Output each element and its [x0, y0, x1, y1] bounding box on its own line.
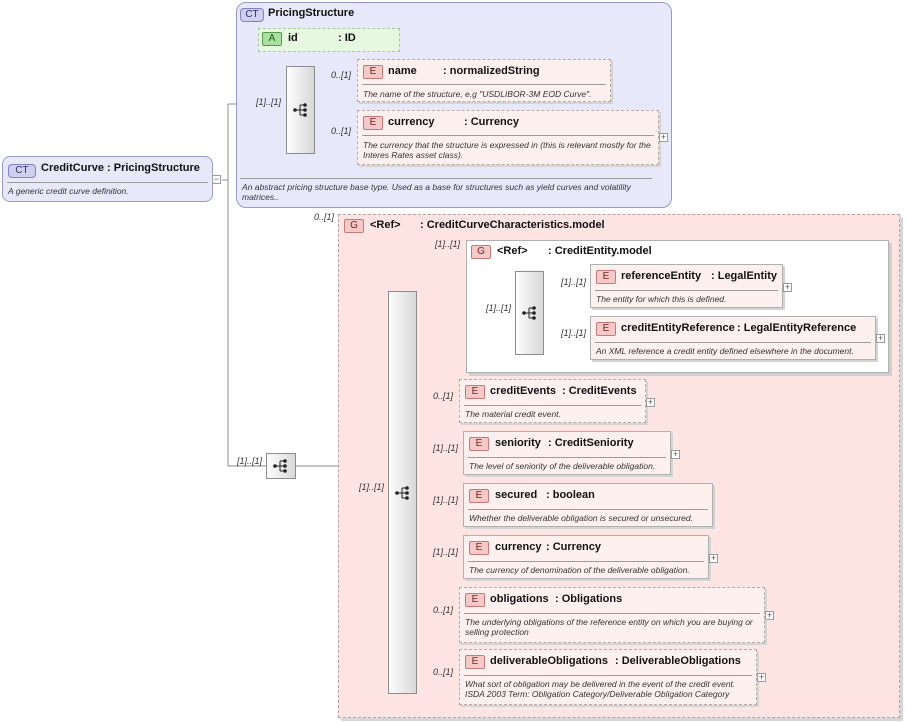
element-credit-entity-reference-type: : LegalEntityReference — [737, 322, 857, 334]
element-badge: E — [596, 322, 616, 336]
currency-multiplicity: 0..[1] — [331, 126, 352, 136]
pricing-sequence-compositor[interactable] — [286, 66, 315, 154]
element-reference-entity-label: referenceEntity — [621, 270, 702, 282]
element-seniority-doc: The level of seniority of the deliverabl… — [469, 461, 656, 471]
element-seniority-label: seniority — [495, 437, 541, 449]
element-currency[interactable]: E currency : Currency The currency that … — [357, 110, 659, 165]
group-badge: G — [471, 245, 491, 259]
element-deliverable-obligations-doc: What sort of obligation may be delivered… — [465, 679, 736, 699]
reference-entity-multiplicity: [1]..[1] — [561, 277, 587, 287]
element-group-currency[interactable]: E currency : Currency The currency of de… — [463, 535, 709, 579]
pricing-structure-title: PricingStructure — [268, 7, 355, 19]
group-name: : CreditCurveCharacteristics.model — [420, 219, 605, 231]
element-seniority[interactable]: E seniority : CreditSeniority The level … — [463, 431, 671, 475]
element-name[interactable]: E name : normalizedString The name of th… — [357, 59, 611, 102]
deliverable-obligations-expand-icon[interactable]: + — [757, 672, 766, 682]
complex-type-badge: CT — [8, 164, 36, 178]
element-obligations[interactable]: E obligations : Obligations The underlyi… — [459, 587, 765, 643]
element-badge: E — [465, 593, 485, 607]
element-reference-entity[interactable]: E referenceEntity : LegalEntity The enti… — [590, 264, 783, 308]
currency-expand-icon[interactable]: + — [659, 132, 668, 142]
element-secured[interactable]: E secured : boolean Whether the delivera… — [463, 483, 713, 527]
element-credit-events-type: : CreditEvents — [562, 385, 637, 397]
credit-events-expand-icon[interactable]: + — [646, 397, 655, 407]
attribute-badge: A — [262, 32, 282, 46]
reference-entity-expand-icon[interactable]: + — [783, 282, 792, 292]
element-credit-entity-reference-label: creditEntityReference — [621, 322, 735, 334]
element-currency-type: : Currency — [464, 116, 520, 128]
attribute-id-type: : ID — [338, 32, 356, 44]
element-obligations-type: : Obligations — [555, 593, 623, 605]
element-credit-events-doc: The material credit event. — [465, 409, 561, 419]
element-badge: E — [469, 437, 489, 451]
deliverable-obligations-multiplicity: 0..[1] — [433, 667, 454, 677]
element-reference-entity-doc: The entity for which this is defined. — [596, 294, 727, 304]
credit-curve-doc: A generic credit curve definition. — [8, 186, 129, 196]
group-currency-expand-icon[interactable]: + — [709, 553, 718, 563]
group-ref: <Ref> — [370, 219, 401, 231]
group-sequence-compositor[interactable] — [388, 291, 417, 694]
entity-group-ref: <Ref> — [497, 245, 528, 257]
secured-multiplicity: [1]..[1] — [433, 495, 459, 505]
pricing-structure-doc: An abstract pricing structure base type.… — [242, 182, 631, 202]
element-seniority-type: : CreditSeniority — [548, 437, 634, 449]
group-sequence-multiplicity: [1]..[1] — [359, 482, 385, 492]
credit-entity-reference-multiplicity: [1]..[1] — [561, 328, 587, 338]
attribute-id-name: id — [288, 32, 298, 44]
element-badge: E — [596, 270, 616, 284]
sequence-icon — [394, 485, 409, 500]
element-name-label: name — [388, 65, 417, 77]
credit-events-multiplicity: 0..[1] — [433, 391, 454, 401]
element-obligations-doc: The underlying obligations of the refere… — [465, 617, 753, 637]
element-group-currency-type: : Currency — [546, 541, 602, 553]
element-name-doc: The name of the structure, e.g "USDLIBOR… — [363, 89, 592, 99]
element-reference-entity-type: : LegalEntity — [711, 270, 778, 282]
element-deliverable-obligations-type: : DeliverableObligations — [615, 655, 741, 667]
group-currency-multiplicity: [1]..[1] — [433, 547, 459, 557]
seniority-multiplicity: [1]..[1] — [433, 443, 459, 453]
element-deliverable-obligations-label: deliverableObligations — [490, 655, 608, 667]
sequence-icon — [521, 306, 536, 320]
element-group-currency-label: currency — [495, 541, 542, 553]
element-badge: E — [363, 65, 383, 79]
element-credit-entity-reference-doc: An XML reference a credit entity defined… — [596, 346, 854, 356]
element-badge: E — [465, 385, 485, 399]
pricing-sequence-multiplicity: [1]..[1] — [256, 97, 282, 107]
element-deliverable-obligations[interactable]: E deliverableObligations : DeliverableOb… — [459, 649, 757, 705]
element-credit-events[interactable]: E creditEvents : CreditEvents The materi… — [459, 379, 646, 423]
credit-curve-collapse-icon[interactable]: − — [212, 174, 221, 184]
name-multiplicity: 0..[1] — [331, 70, 352, 80]
element-badge: E — [469, 541, 489, 555]
element-currency-doc: The currency that the structure is expre… — [363, 140, 651, 160]
root-sequence-multiplicity: [1]..[1] — [237, 456, 263, 466]
element-group-currency-doc: The currency of denomination of the deli… — [469, 565, 690, 575]
credit-entity-reference-expand-icon[interactable]: + — [876, 333, 885, 343]
obligations-multiplicity: 0..[1] — [433, 605, 454, 615]
element-credit-events-label: creditEvents — [490, 385, 557, 397]
element-credit-entity-reference[interactable]: E creditEntityReference : LegalEntityRef… — [590, 316, 876, 360]
obligations-expand-icon[interactable]: + — [765, 610, 774, 620]
complex-type-badge: CT — [240, 8, 264, 22]
element-secured-doc: Whether the deliverable obligation is se… — [469, 513, 693, 523]
element-secured-type: : boolean — [546, 489, 595, 501]
element-badge: E — [469, 489, 489, 503]
group-badge: G — [344, 219, 364, 233]
seniority-expand-icon[interactable]: + — [671, 449, 680, 459]
entity-sequence-multiplicity: [1]..[1] — [486, 303, 512, 313]
element-secured-label: secured — [495, 489, 538, 501]
element-name-type: : normalizedString — [443, 65, 540, 77]
element-badge: E — [465, 655, 485, 669]
element-currency-label: currency — [388, 116, 435, 128]
sequence-icon — [292, 103, 307, 117]
sequence-icon — [273, 459, 287, 473]
element-badge: E — [363, 116, 383, 130]
root-sequence-compositor[interactable] — [266, 453, 296, 479]
entity-group-name: : CreditEntity.model — [548, 245, 652, 257]
element-obligations-label: obligations — [490, 593, 549, 605]
group-multiplicity: 0..[1] — [314, 212, 335, 222]
credit-curve-title: CreditCurve : PricingStructure — [41, 162, 200, 174]
entity-sequence-compositor[interactable] — [515, 271, 544, 355]
entity-group-multiplicity: [1]..[1] — [435, 239, 461, 249]
credit-curve-type[interactable]: CT CreditCurve : PricingStructure A gene… — [2, 156, 213, 202]
